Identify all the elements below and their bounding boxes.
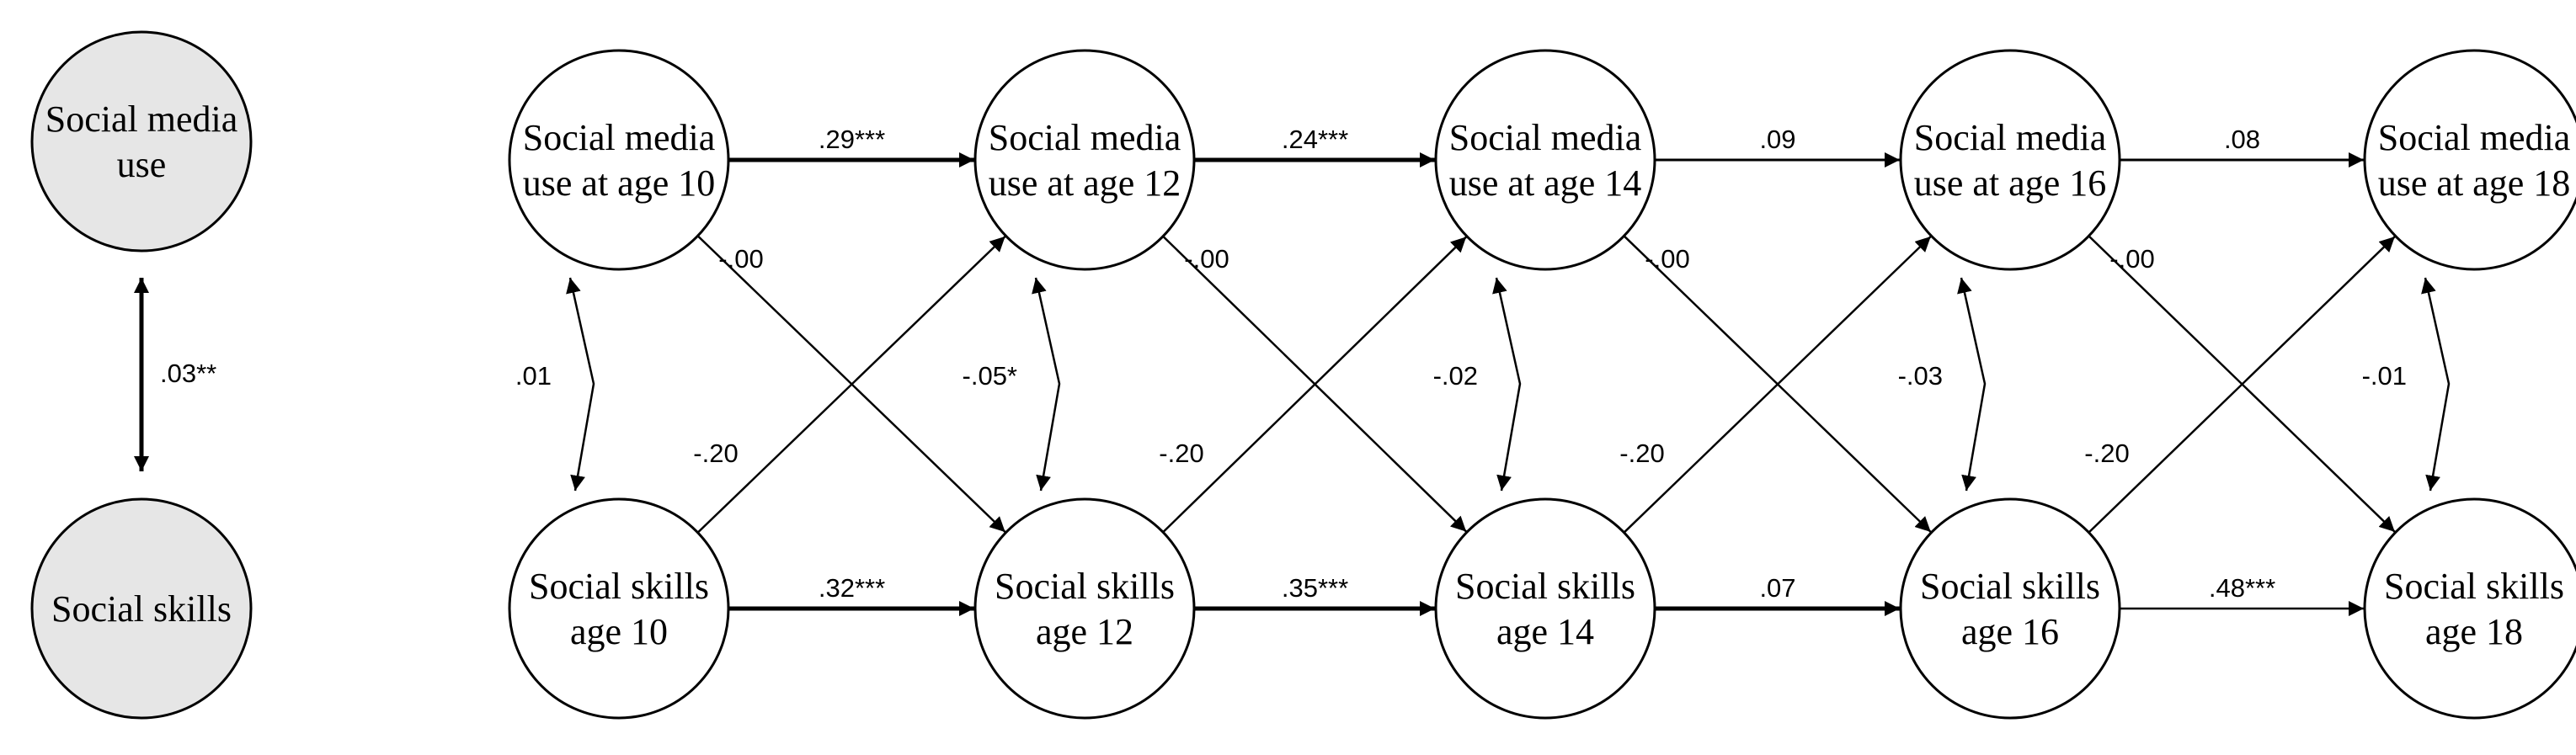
node-skills-label-4-line-2: age 18: [2425, 611, 2523, 652]
media-to-skills-label-1: -.00: [1184, 244, 1229, 274]
skills-to-media-label-3: -.20: [2084, 439, 2129, 468]
within-covariance-label-4: -.01: [2362, 361, 2407, 391]
skills-autoregressive-label-1: .35***: [1282, 573, 1348, 603]
media-autoregressive-label-1: .24***: [1282, 125, 1348, 154]
node-media-1: [973, 49, 1196, 271]
node-skills-label-3-line-2: age 16: [1961, 611, 2059, 652]
skills-autoregressive-label-0: .32***: [819, 573, 885, 603]
skills-autoregressive-label-2: .07: [1759, 573, 1795, 603]
between-person-model: Social media use Social skills .03**: [30, 30, 253, 720]
between-covariance-label: .03**: [160, 359, 216, 388]
node-skills-label-3-line-1: Social skills: [1920, 566, 2100, 607]
media-to-skills-label-3: -.00: [2109, 244, 2154, 274]
node-skills-label-0-line-1: Social skills: [529, 566, 709, 607]
within-person-paths: [566, 152, 2451, 616]
node-media-label-1-line-2: use at age 12: [989, 162, 1181, 204]
within-covariance-arrow-0: [566, 277, 595, 492]
within-covariance-arrow-2: [1492, 277, 1522, 492]
node-media-4: [2363, 49, 2576, 271]
node-skills-label-1-line-2: age 12: [1036, 611, 1133, 652]
skills-to-media-label-1: -.20: [1159, 439, 1203, 468]
skills-autoregressive-label-3: .48***: [2209, 573, 2275, 603]
node-media-3: [1899, 49, 2121, 271]
skills-to-media-label-0: -.20: [693, 439, 738, 468]
node-skills-label-2-line-1: Social skills: [1455, 566, 1635, 607]
node-media-label-3-line-2: use at age 16: [1914, 162, 2106, 204]
node-skills-1: [973, 497, 1196, 720]
within-covariance-arrow-1: [1032, 277, 1061, 492]
skills-to-media-arrow-2: [1623, 236, 1932, 534]
media-autoregressive-label-0: .29***: [819, 125, 885, 154]
node-skills-label-4-line-1: Social skills: [2384, 566, 2564, 607]
node-between-skills: [30, 497, 253, 720]
media-autoregressive-label-3: .08: [2224, 125, 2260, 154]
skills-to-media-arrow-0: [696, 236, 1006, 534]
node-media-2: [1434, 49, 1656, 271]
within-covariance-label-1: -.05*: [963, 361, 1017, 391]
media-to-skills-label-2: -.00: [1645, 244, 1689, 274]
node-between-media-label-2: use: [117, 144, 167, 185]
node-skills-2: [1434, 497, 1656, 720]
media-autoregressive-label-2: .09: [1759, 125, 1795, 154]
node-between-skills-label: Social skills: [51, 588, 232, 630]
within-covariance-label-2: -.02: [1433, 361, 1478, 391]
node-skills-0: [508, 497, 730, 720]
node-media-label-4-line-1: Social media: [2378, 117, 2571, 158]
node-skills-label-2-line-2: age 14: [1496, 611, 1594, 652]
coefficient-labels: .29*** .32*** .24*** .35*** .09 .07 .08 .48*** -…: [515, 125, 2407, 603]
node-skills-4: [2363, 497, 2576, 720]
node-between-media: [30, 30, 253, 253]
node-media-label-4-line-2: use at age 18: [2378, 162, 2570, 204]
node-media-label-3-line-1: Social media: [1914, 117, 2107, 158]
within-covariance-label-3: -.03: [1898, 361, 1943, 391]
node-media-label-0-line-1: Social media: [523, 117, 716, 158]
skills-to-media-arrow-1: [1162, 236, 1468, 534]
node-media-label-1-line-1: Social media: [989, 117, 1181, 158]
node-media-0: [508, 49, 730, 271]
node-media-label-2-line-1: Social media: [1449, 117, 1642, 158]
node-skills-label-0-line-2: age 10: [570, 611, 668, 652]
node-between-media-label-1: Social media: [45, 98, 238, 140]
within-covariance-label-0: .01: [515, 361, 552, 391]
node-media-label-0-line-2: use at age 10: [523, 162, 715, 204]
within-covariance-arrow-3: [1957, 277, 1987, 492]
node-skills-3: [1899, 497, 2121, 720]
skills-to-media-label-2: -.20: [1619, 439, 1664, 468]
skills-to-media-arrow-3: [2088, 236, 2396, 534]
media-to-skills-label-0: -.00: [718, 244, 763, 274]
node-skills-label-1-line-1: Social skills: [995, 566, 1175, 607]
within-covariance-arrow-4: [2421, 277, 2451, 492]
node-media-label-2-line-2: use at age 14: [1449, 162, 1641, 204]
